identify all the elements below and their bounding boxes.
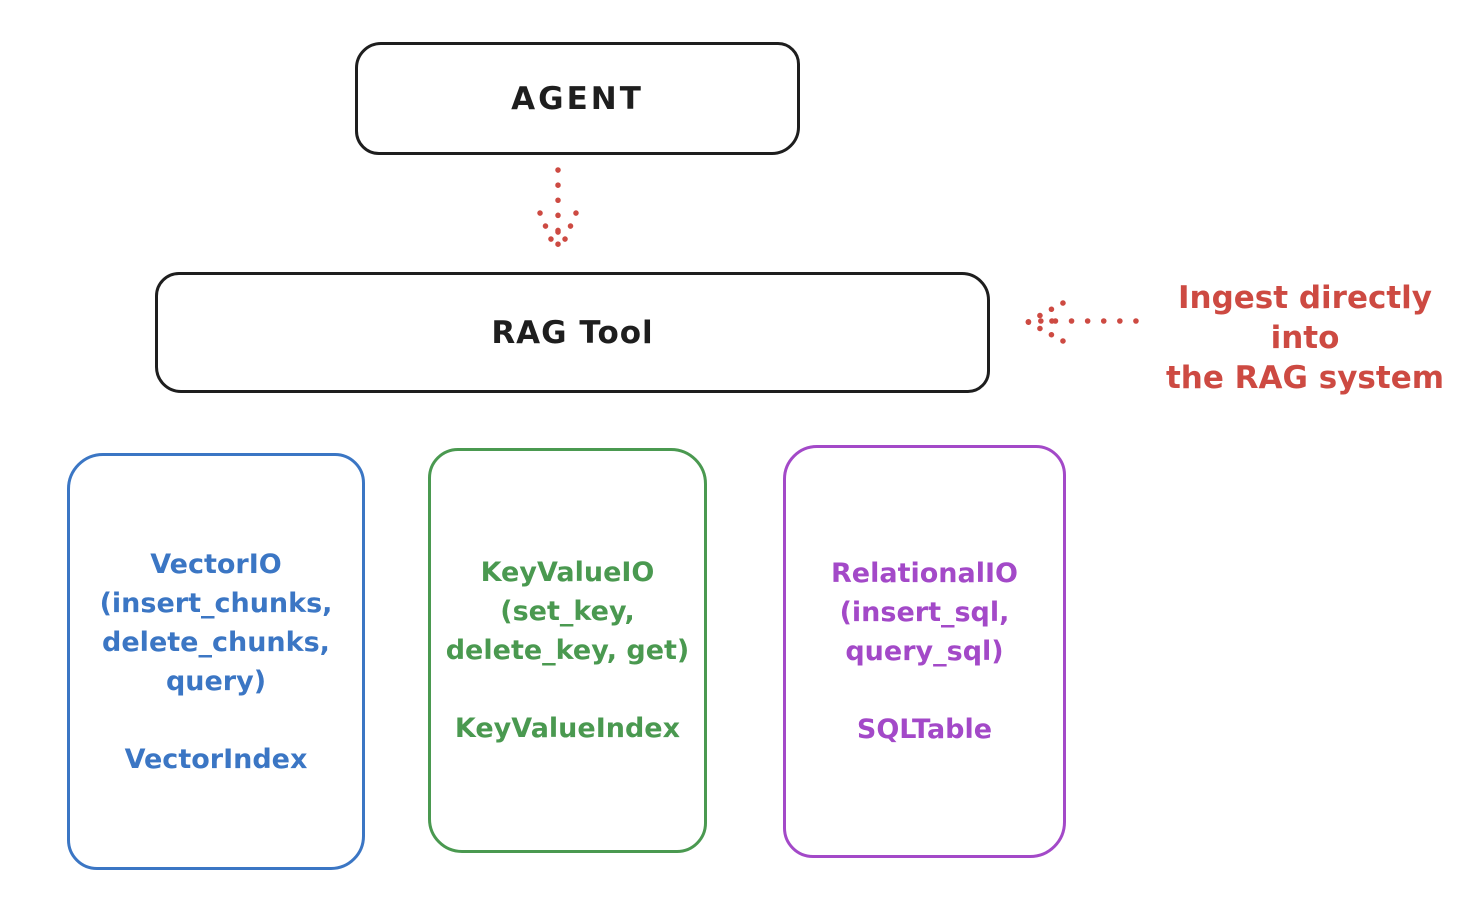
agent-to-rag-tool-arrow (537, 167, 579, 259)
vector-io-store-node: VectorIO (insert_chunks, delete_chunks, … (67, 453, 365, 870)
ingest-annotation-line1: Ingest directly into (1177, 280, 1433, 356)
store-method-line: query) (165, 665, 267, 697)
store-title: KeyValueIO (480, 557, 655, 588)
annotation-to-rag-tool-arrow (1025, 300, 1139, 344)
store-index-label: VectorIndex (124, 743, 308, 775)
rag-tool-node: RAG Tool (155, 272, 990, 393)
store-method-line: delete_chunks, (102, 626, 330, 658)
store-method-line: delete_key, get) (445, 635, 690, 666)
store-title: RelationalIO (831, 558, 1018, 589)
store-index-label: SQLTable (856, 714, 993, 745)
store-title: VectorIO (150, 548, 282, 580)
vector-io-store-text: VectorIO (insert_chunks, delete_chunks, … (100, 545, 333, 779)
keyvalue-io-store-text: KeyValueIO (set_key, delete_key, get) Ke… (446, 553, 690, 748)
store-method-line: query_sql) (845, 636, 1004, 667)
rag-tool-node-label: RAG Tool (491, 314, 654, 351)
relational-io-store-text: RelationalIO (insert_sql, query_sql) SQL… (831, 554, 1018, 749)
store-index-label: KeyValueIndex (454, 713, 681, 744)
ingest-annotation-line2: the RAG system (1165, 360, 1445, 396)
store-method-line: (insert_chunks, (99, 587, 333, 619)
store-method-line: (set_key, (500, 596, 635, 627)
store-method-line: (insert_sql, (839, 597, 1010, 628)
agent-node-label: AGENT (511, 80, 644, 117)
keyvalue-io-store-node: KeyValueIO (set_key, delete_key, get) Ke… (428, 448, 707, 853)
relational-io-store-node: RelationalIO (insert_sql, query_sql) SQL… (783, 445, 1066, 858)
ingest-annotation: Ingest directly into the RAG system (1140, 278, 1470, 398)
agent-node: AGENT (355, 42, 800, 155)
